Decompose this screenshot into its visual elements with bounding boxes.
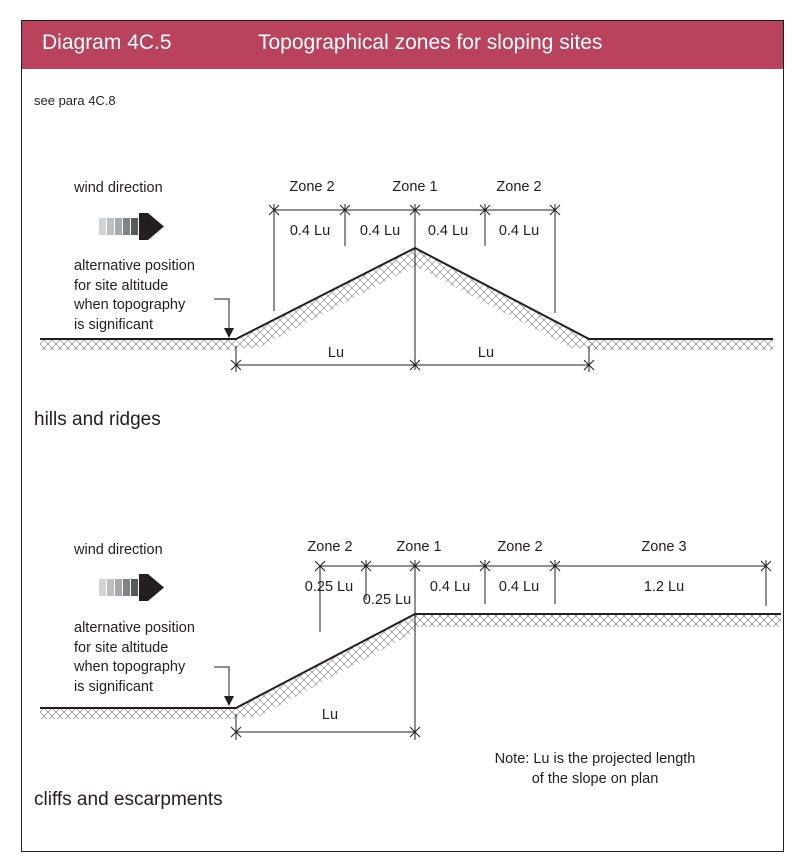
hills-ridges-diagram: Zone 2 Zone 1 Zone 2 0.4 Lu 0.4 Lu 0.4 L… xyxy=(34,179,773,430)
zone-width-label: 0.4 Lu xyxy=(430,579,470,595)
alt-position-text: alternative position xyxy=(74,258,195,274)
alt-position-text: when topography xyxy=(73,297,186,313)
zone-label: Zone 2 xyxy=(497,539,542,555)
cliffs-caption: cliffs and escarpments xyxy=(34,789,223,810)
lu-label: Lu xyxy=(328,345,344,361)
zone-label: Zone 2 xyxy=(496,179,541,195)
alt-position-text: when topography xyxy=(73,659,186,675)
lu-label: Lu xyxy=(478,345,494,361)
zone-width-label: 0.25 Lu xyxy=(363,592,411,608)
diagram-header: Diagram 4C.5 Topographical zones for slo… xyxy=(22,21,783,69)
zone-label: Zone 2 xyxy=(307,539,352,555)
alt-position-text: for site altitude xyxy=(74,278,168,294)
ground-line xyxy=(40,613,781,709)
diagram-title: Topographical zones for sloping sites xyxy=(258,31,603,54)
alt-position-text: for site altitude xyxy=(74,640,168,656)
diagram-number: Diagram 4C.5 xyxy=(42,31,172,54)
zone-width-label: 0.4 Lu xyxy=(428,223,468,239)
alt-position-text: alternative position xyxy=(74,620,195,636)
cliffs-escarpments-diagram: Zone 2 Zone 1 Zone 2 Zone 3 0.25 Lu 0.25… xyxy=(34,539,781,810)
leader-arrow-icon xyxy=(224,328,234,338)
note-text: of the slope on plan xyxy=(532,771,659,787)
zone-width-label: 0.4 Lu xyxy=(360,223,400,239)
zone-width-label: 0.4 Lu xyxy=(499,223,539,239)
alt-position-text: is significant xyxy=(74,317,153,333)
zone-label: Zone 2 xyxy=(289,179,334,195)
zone-label: Zone 3 xyxy=(641,539,686,555)
wind-arrow-icon xyxy=(99,213,164,240)
leader-line xyxy=(214,298,230,335)
zone-width-label: 0.4 Lu xyxy=(290,223,330,239)
wind-arrow-icon xyxy=(99,574,164,601)
note-text: Note: Lu is the projected length xyxy=(495,751,696,767)
alt-position-text: is significant xyxy=(74,679,153,695)
leader-arrow-icon xyxy=(224,696,234,706)
zone-label: Zone 1 xyxy=(396,539,441,555)
hills-caption: hills and ridges xyxy=(34,409,161,430)
zone-label: Zone 1 xyxy=(392,179,437,195)
wind-direction-label: wind direction xyxy=(73,180,163,196)
zone-width-label: 1.2 Lu xyxy=(644,579,684,595)
leader-line xyxy=(214,666,230,703)
ground-hatch xyxy=(40,614,781,719)
zone-width-label: 0.25 Lu xyxy=(305,579,353,595)
zone-width-label: 0.4 Lu xyxy=(499,579,539,595)
reference-text: see para 4C.8 xyxy=(34,93,116,108)
lu-label: Lu xyxy=(322,707,338,723)
wind-direction-label: wind direction xyxy=(73,542,163,558)
